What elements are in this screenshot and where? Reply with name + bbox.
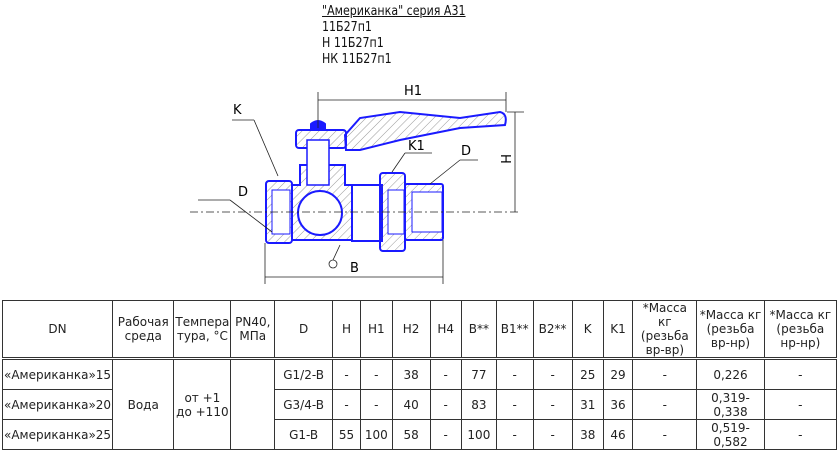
- cell-b: 100: [460, 419, 497, 450]
- cell-k: 25: [571, 358, 604, 390]
- label-d-left: D: [238, 185, 248, 200]
- cell-temperature: от +1 до +110: [173, 358, 232, 450]
- table-header-row: DN Рабочая среда Темпера тура, °С PN40, …: [1, 300, 837, 360]
- cell-m1: -: [632, 389, 698, 420]
- cell-d: G1-B: [274, 419, 334, 450]
- drawing-title: "Американка" серия А31 11Б27п1 Н 11Б27п1…: [322, 4, 466, 68]
- cell-b1: -: [495, 358, 534, 390]
- valve-drawing: K D K1 D H1 H B: [190, 84, 524, 284]
- cell-h: 55: [332, 419, 361, 450]
- header-h: H: [332, 300, 361, 360]
- header-mass-vr-vr: *Масса кг (резьба вр-вр): [632, 300, 698, 360]
- cell-h2: 38: [391, 358, 431, 390]
- cell-b: 83: [460, 389, 497, 420]
- header-medium: Рабочая среда: [112, 300, 175, 360]
- label-h: H: [497, 154, 512, 164]
- cell-dn: «Американка»20: [1, 389, 114, 420]
- cell-m1: -: [632, 358, 698, 390]
- model-3: НК 11Б27п1: [322, 52, 392, 67]
- cell-h: -: [332, 389, 361, 420]
- model-1: 11Б27п1: [322, 20, 372, 35]
- cell-m3: -: [763, 358, 837, 390]
- header-h1: H1: [359, 300, 393, 360]
- cell-h4: -: [429, 389, 462, 420]
- cell-m2: 0,226: [696, 358, 765, 390]
- header-b: B**: [460, 300, 497, 360]
- cell-m1: -: [632, 419, 698, 450]
- cell-h1: -: [359, 389, 393, 420]
- label-k: K: [233, 103, 242, 118]
- cell-h1: -: [359, 358, 393, 390]
- cell-dn: «Американка»15: [1, 358, 114, 390]
- valve-body: [265, 110, 507, 252]
- cell-pn: [230, 358, 276, 450]
- cell-h2: 58: [391, 419, 431, 450]
- cell-m2: 0,519-0,582: [696, 419, 765, 450]
- cell-h2: 40: [391, 389, 431, 420]
- cell-h: -: [332, 358, 361, 390]
- cell-d: G1/2-B: [274, 358, 334, 390]
- specs-table: DN Рабочая среда Темпера тура, °С PN40, …: [1, 300, 837, 450]
- cell-b2: -: [532, 358, 573, 390]
- label-b: B: [350, 261, 359, 276]
- header-b2: B2**: [532, 300, 573, 360]
- cell-k1: 29: [602, 358, 634, 390]
- header-h2: H2: [391, 300, 431, 360]
- cell-b: 77: [460, 358, 497, 390]
- header-k1: K1: [602, 300, 634, 360]
- cell-dn: «Американка»25: [1, 419, 114, 450]
- header-mass-nr-nr: *Масса кг (резьба нр-нр): [763, 300, 837, 360]
- cell-k1: 36: [602, 389, 634, 420]
- cell-h4: -: [429, 358, 462, 390]
- header-b1: B1**: [495, 300, 534, 360]
- cell-h4: -: [429, 419, 462, 450]
- cell-b1: -: [495, 419, 534, 450]
- cell-m2: 0,319-0,338: [696, 389, 765, 420]
- cell-b2: -: [532, 419, 573, 450]
- header-h4: H4: [429, 300, 462, 360]
- cell-b2: -: [532, 389, 573, 420]
- header-k: K: [571, 300, 604, 360]
- model-2: Н 11Б27п1: [322, 36, 384, 51]
- cell-m3: -: [763, 389, 837, 420]
- cell-m3: -: [763, 419, 837, 450]
- dimension-lines: [190, 92, 524, 284]
- header-d: D: [274, 300, 334, 360]
- header-mass-vr-nr: *Масса кг (резьба вр-нр): [696, 300, 765, 360]
- cell-k: 38: [571, 419, 604, 450]
- label-d-right: D: [461, 144, 471, 159]
- cell-medium: Вода: [112, 358, 175, 450]
- header-pn: PN40, МПа: [230, 300, 276, 360]
- label-k1: K1: [408, 139, 425, 154]
- cell-b1: -: [495, 389, 534, 420]
- label-h1: H1: [404, 84, 422, 99]
- series-title: "Американка" серия А31: [322, 4, 466, 19]
- header-temperature: Темпера тура, °С: [173, 300, 232, 360]
- cell-h1: 100: [359, 419, 393, 450]
- header-dn: DN: [1, 300, 114, 360]
- cell-k1: 46: [602, 419, 634, 450]
- cell-k: 31: [571, 389, 604, 420]
- cell-d: G3/4-B: [274, 389, 334, 420]
